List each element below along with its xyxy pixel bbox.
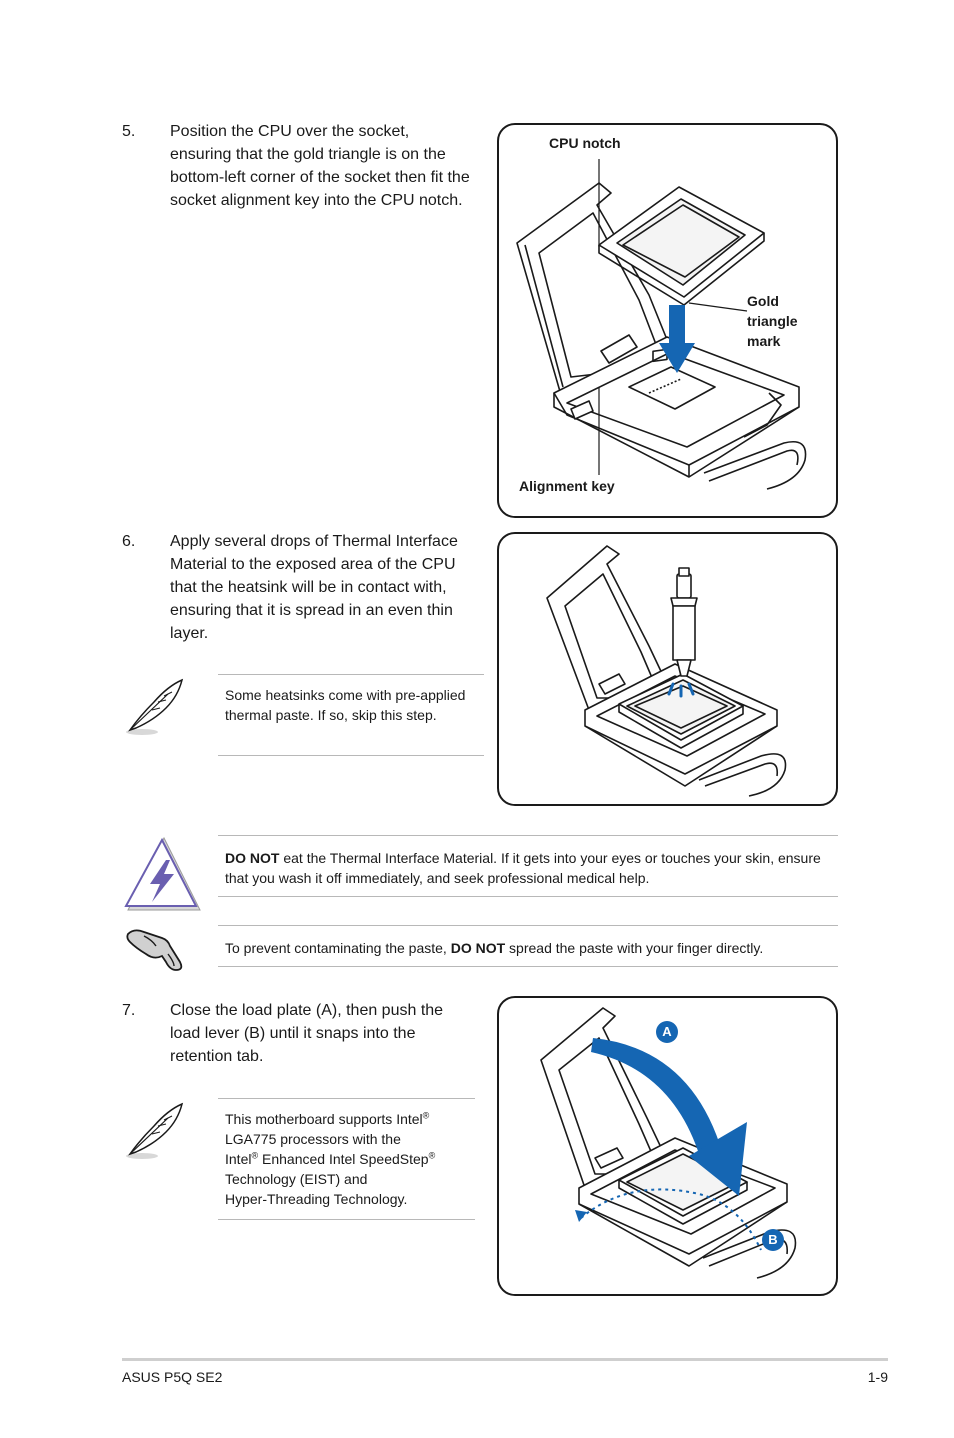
alignment-key-label: Alignment key — [519, 478, 615, 494]
caution-text-after: spread the paste with your finger direct… — [505, 940, 764, 956]
step-5-text: Position the CPU over the socket, ensuri… — [170, 123, 470, 209]
feather-pen-icon — [122, 1100, 186, 1162]
note-intel-line-2: LGA775 processors with the — [225, 1131, 401, 1147]
caution-box: To prevent contaminating the paste, DO N… — [218, 925, 838, 967]
note-intel-line-5: Hyper-Threading Technology. — [225, 1191, 408, 1207]
step-7-number: 7. — [122, 1002, 136, 1019]
warning-lightning-icon — [122, 836, 202, 914]
note-intel-support: This motherboard supports Intel® LGA775 … — [218, 1098, 475, 1220]
thermal-paste-illustration — [546, 545, 787, 797]
warning-box: DO NOT eat the Thermal Interface Materia… — [218, 835, 838, 897]
footer-divider — [122, 1358, 888, 1361]
cpu-notch-label: CPU notch — [549, 135, 621, 151]
caution-do-not: DO NOT — [450, 940, 506, 956]
figure-close-load-plate: A B — [497, 996, 838, 1296]
footer-title: ASUS P5Q SE2 — [122, 1369, 223, 1385]
step-7-text: Close the load plate (A), then push the … — [170, 1002, 444, 1065]
figure-cpu-placement: CPU notch Gold triangle mark Alignment k… — [497, 123, 838, 518]
gold-triangle-label: Gold triangle mark — [747, 293, 798, 349]
warning-text: eat the Thermal Interface Material. If i… — [225, 850, 821, 886]
note-intel-line-3: Intel® Enhanced Intel SpeedStep® — [225, 1150, 436, 1167]
step-6-text: Apply several drops of Thermal Interface… — [170, 533, 458, 642]
note-preapplied-paste: Some heatsinks come with pre-applied the… — [218, 674, 484, 756]
warning-do-not: DO NOT — [225, 850, 280, 866]
feather-pen-icon — [122, 676, 186, 738]
footer-page-number: 1-9 — [867, 1369, 888, 1385]
caution-text-before: To prevent contaminating the paste, — [225, 940, 451, 956]
hand-caution-icon — [124, 926, 186, 974]
step-5-number: 5. — [122, 123, 136, 140]
marker-b-label: B — [768, 1232, 778, 1247]
load-plate-illustration — [540, 1007, 797, 1279]
note-preapplied-paste-text: Some heatsinks come with pre-applied the… — [225, 687, 466, 723]
marker-a-label: A — [662, 1024, 672, 1039]
step-6-number: 6. — [122, 533, 136, 550]
note-intel-line-4: Technology (EIST) and — [225, 1171, 368, 1187]
cpu-socket-illustration — [516, 159, 807, 490]
note-intel-line-1: This motherboard supports Intel® — [225, 1110, 430, 1127]
figure-thermal-paste — [497, 532, 838, 806]
